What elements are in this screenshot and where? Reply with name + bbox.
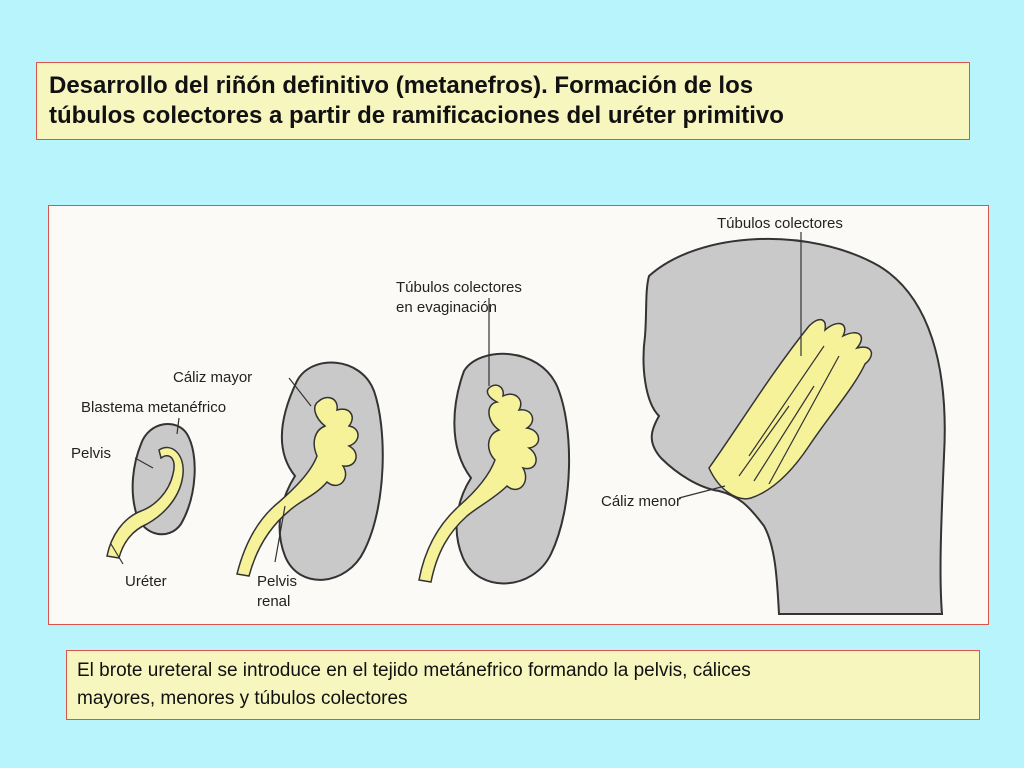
title-line-2: túbulos colectores a partir de ramificac… — [49, 102, 784, 129]
caption-box: El brote ureteral se introduce en el tej… — [66, 650, 980, 720]
label-pelvis: Pelvis — [71, 445, 111, 462]
title-line-1: Desarrollo del riñón definitivo (metanef… — [49, 72, 754, 99]
kidney-diagram: Túbulos colectores Túbulos colectores en… — [71, 215, 946, 615]
label-pelvis-renal-1: Pelvis — [257, 573, 297, 590]
caption-line-1: El brote ureteral se introduce en el tej… — [77, 660, 751, 681]
leader-lines — [110, 232, 802, 565]
label-blastema: Blastema metanéfrico — [81, 399, 226, 416]
label-pelvis-renal-2: renal — [257, 593, 290, 610]
stage-1-kidney — [106, 423, 196, 559]
label-tubulos-evaginacion-2: en evaginación — [396, 299, 497, 316]
caption-line-2: mayores, menores y túbulos colectores — [77, 688, 408, 709]
label-caliz-menor: Cáliz menor — [601, 493, 681, 510]
label-caliz-mayor: Cáliz mayor — [173, 369, 252, 386]
label-tubulos-evaginacion-1: Túbulos colectores — [396, 279, 522, 296]
stage-3-kidney — [418, 352, 571, 585]
label-tubulos-colectores: Túbulos colectores — [717, 215, 843, 232]
label-ureter: Uréter — [125, 573, 167, 590]
stage-2-kidney — [236, 361, 384, 581]
stage-4-kidney-section — [642, 237, 946, 615]
title-box: Desarrollo del riñón definitivo (metanef… — [36, 62, 970, 140]
kidney-development-figure: Túbulos colectores Túbulos colectores en… — [48, 205, 989, 625]
